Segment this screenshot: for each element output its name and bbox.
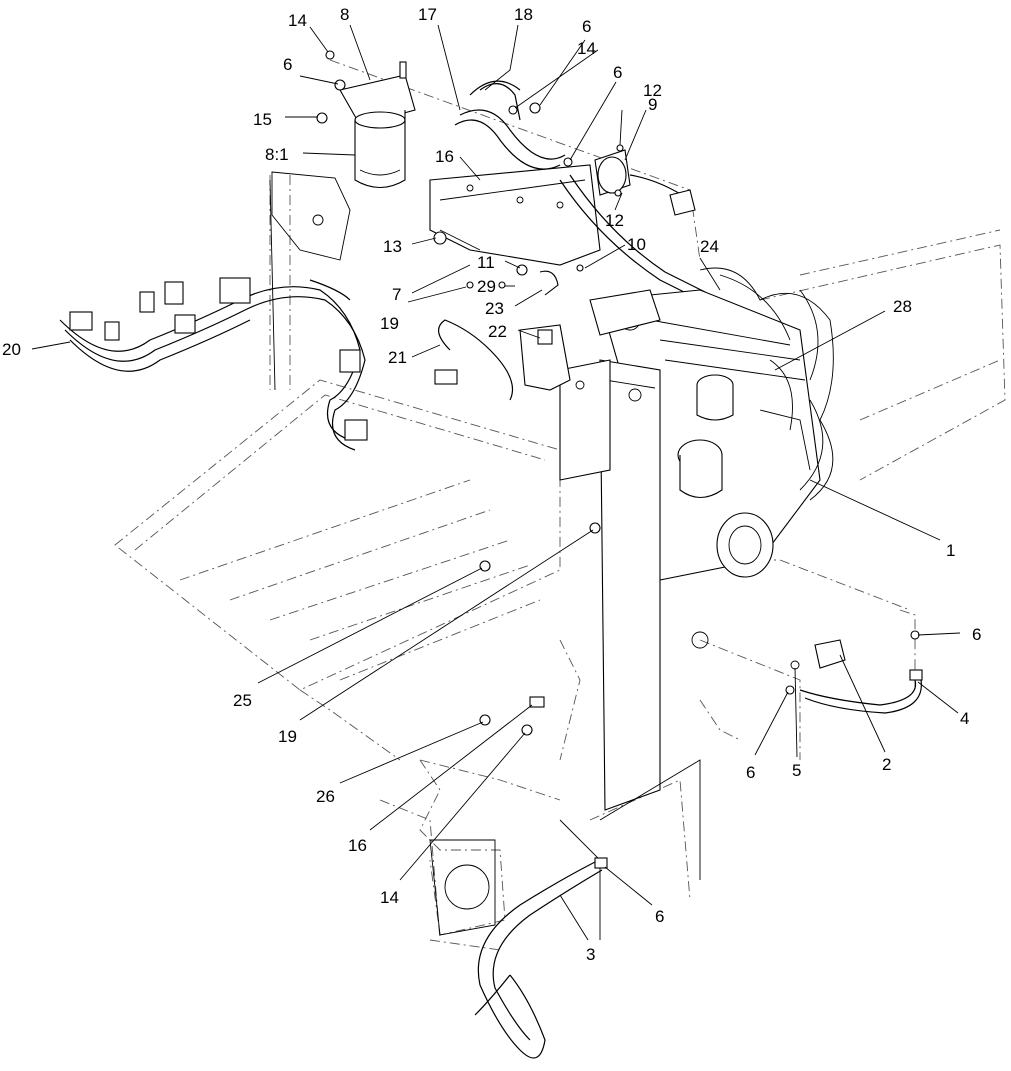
callout-25: 25	[233, 691, 252, 710]
callout-6: 6	[582, 17, 591, 36]
callout-22: 22	[488, 322, 507, 341]
callout-29: 29	[477, 277, 496, 296]
leader-lines	[31, 24, 961, 941]
small-hardware	[316, 50, 920, 736]
callout-14: 14	[288, 11, 307, 30]
callout-10: 10	[627, 235, 646, 254]
callout-14: 14	[380, 888, 399, 907]
callout-28: 28	[893, 297, 912, 316]
callout-8: 8	[340, 5, 349, 24]
callout-2: 2	[882, 755, 891, 774]
callout-6: 6	[283, 55, 292, 74]
sensor-wire	[434, 319, 514, 401]
callout-18: 18	[514, 5, 533, 24]
frame-post	[559, 289, 661, 811]
fuel-pump-bracket	[429, 164, 601, 266]
callout-21: 21	[388, 348, 407, 367]
callout-19: 19	[380, 314, 399, 333]
callout-6: 6	[613, 63, 622, 82]
fuel-filter-assembly	[339, 61, 416, 189]
hose-4	[799, 669, 923, 714]
fuel-pump	[594, 149, 696, 216]
callout-13: 13	[383, 237, 402, 256]
callout-7: 7	[392, 285, 401, 304]
callout-16: 16	[348, 836, 367, 855]
callout-24: 24	[700, 237, 719, 256]
cooling-fan	[699, 267, 834, 501]
callout-8-1: 8:1	[265, 145, 289, 164]
callout-17: 17	[418, 5, 437, 24]
floor-deck	[114, 379, 561, 761]
callout-23: 23	[485, 299, 504, 318]
fuel-hoses	[454, 80, 706, 301]
callout-26: 26	[316, 787, 335, 806]
callout-14: 14	[577, 39, 596, 58]
callout-4: 4	[960, 709, 969, 728]
drain-hose-3	[474, 857, 608, 1059]
part-2-bracket	[790, 639, 846, 670]
callout-3: 3	[586, 945, 595, 964]
sensor-bracket	[519, 270, 571, 391]
callout-12: 12	[605, 211, 624, 230]
callout-16: 16	[435, 147, 454, 166]
callout-15: 15	[253, 110, 272, 129]
callout-5: 5	[792, 761, 801, 780]
callout-12: 12	[643, 81, 662, 100]
callout-11: 11	[477, 253, 495, 272]
callout-6: 6	[655, 907, 664, 926]
callout-labels: 14 8 17 18 6 14 6 6 15 12 9 8:1 16 12 13…	[2, 5, 981, 964]
callout-19: 19	[278, 727, 297, 746]
callout-6: 6	[746, 763, 755, 782]
callout-9: 9	[648, 95, 657, 114]
callout-20: 20	[2, 340, 21, 359]
callout-6: 6	[972, 625, 981, 644]
callout-1: 1	[946, 541, 955, 560]
wire-harness	[59, 277, 368, 451]
seat-mount-plate	[269, 171, 351, 391]
